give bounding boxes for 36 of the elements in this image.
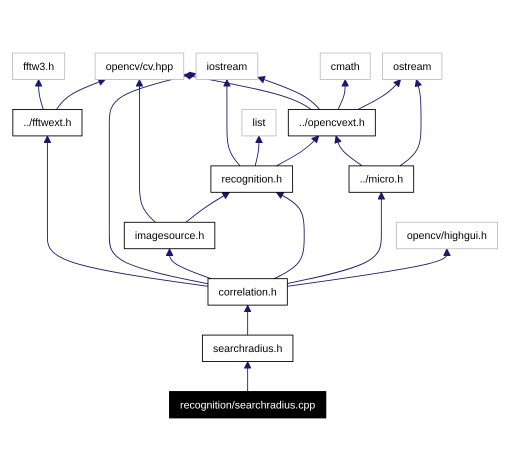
arrow	[183, 72, 312, 110]
arrow	[358, 78, 401, 110]
node-box: imagesource.h	[124, 221, 216, 249]
node-box: opencv/highgui.h	[396, 221, 498, 249]
arrow	[223, 78, 241, 166]
arrow	[274, 191, 305, 279]
arrow	[334, 135, 363, 166]
arrow	[44, 135, 208, 286]
arrow	[286, 248, 451, 286]
arrow	[338, 78, 350, 110]
node-box: ../micro.h	[348, 164, 414, 192]
arrow	[166, 248, 212, 279]
node-box: searchradius.h	[202, 334, 294, 362]
arrow	[56, 78, 106, 110]
arrow	[244, 360, 252, 392]
arrow	[136, 78, 156, 222]
node-box: iostream	[196, 52, 258, 80]
arrow	[34, 78, 44, 110]
node-box: correlation.h	[208, 278, 288, 306]
arrow	[286, 191, 386, 284]
node-box: opencv/cv.hpp	[94, 52, 184, 80]
node-box: recognition/searchradius.cpp	[169, 390, 326, 418]
node-box: ../fftwext.h	[12, 108, 82, 136]
arrow	[186, 191, 230, 222]
arrow	[276, 135, 320, 166]
arrow	[244, 304, 252, 336]
node-box: cmath	[320, 52, 371, 80]
arrow	[108, 71, 208, 284]
node-box: fftw3.h	[12, 52, 66, 80]
node-box: list	[241, 108, 276, 136]
node-box: ../opencvext.h	[288, 108, 376, 136]
arrow	[257, 76, 320, 110]
node-box: ostream	[382, 52, 442, 80]
arrow	[400, 78, 422, 166]
arrow	[254, 135, 263, 166]
node-box: recognition.h	[210, 164, 294, 192]
